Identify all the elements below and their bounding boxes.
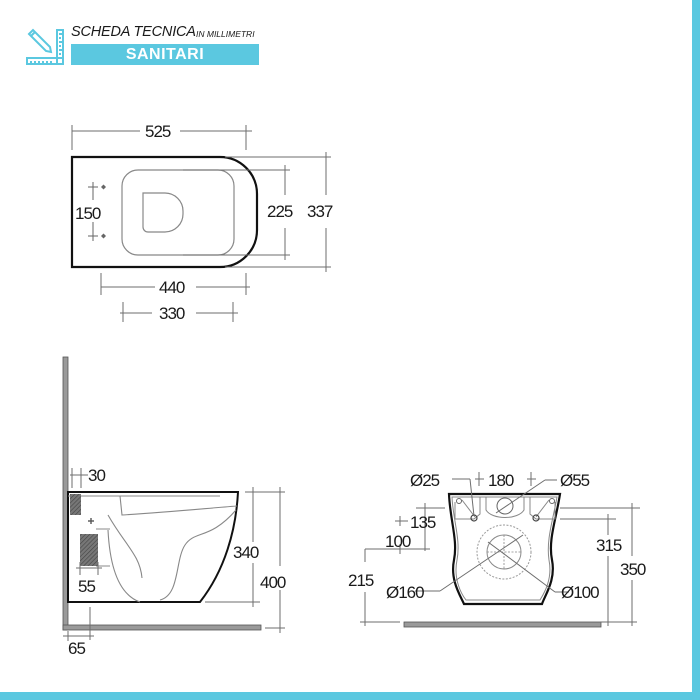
outlet-outer (476, 524, 532, 580)
dim-fixing-spacing: 150 (75, 204, 101, 223)
units-label: IN MILLIMETRI (196, 29, 255, 39)
dim-inlet-width: 55 (78, 577, 95, 596)
seat-outline (121, 169, 235, 256)
top-view: 525 150 225 337 (70, 122, 334, 323)
bowl-outline-rear (447, 492, 562, 606)
floor-plate (403, 621, 602, 628)
dim-height-bowl: 340 (233, 543, 259, 562)
dim-inlet-height: 315 (596, 536, 622, 555)
sheet-title: SCHEDA TECNICA (71, 24, 196, 40)
bowl-outline-side (67, 491, 240, 603)
dim-seat-length: 330 (159, 304, 185, 323)
fixing-point-icon (101, 233, 106, 239)
dim-outlet-offset: 100 (385, 532, 411, 551)
dim-fixing-hole-dia: Ø25 (410, 471, 440, 490)
frame-border-bottom (0, 692, 700, 700)
pencil-ruler-icon (24, 26, 66, 68)
fixing-hole (532, 514, 540, 522)
category-banner: SANITARI (71, 44, 259, 65)
dim-inlet-dia: Ø55 (560, 471, 590, 490)
dim-outlet-inner-dia: Ø100 (561, 583, 599, 602)
dim-overall-length: 525 (145, 122, 171, 141)
rear-view: Ø25 180 Ø55 Ø160 Ø100 135 100 215 (348, 471, 647, 628)
dim-fixing-spacing: 180 (488, 471, 514, 490)
dim-overall-height: 350 (620, 560, 646, 579)
bowl-outline-top (70, 155, 259, 269)
bowl-opening (142, 192, 184, 233)
dim-seat-width: 225 (267, 202, 293, 221)
inlet-hole (496, 497, 514, 515)
dim-bowl-length: 440 (159, 278, 185, 297)
dim-height-total: 400 (260, 573, 286, 592)
frame-border-right (692, 0, 700, 700)
dim-wall-gap: 65 (68, 639, 85, 658)
fixing-point-icon (101, 184, 106, 190)
side-view: 30 55 (62, 356, 287, 658)
dim-top-offset: 30 (88, 466, 105, 485)
dim-fixing-height-offset: 135 (410, 513, 436, 532)
dim-overall-width: 337 (307, 202, 333, 221)
floor (62, 624, 262, 631)
inlet-hatch-top (70, 494, 81, 515)
dim-outlet-height: 215 (348, 571, 374, 590)
dim-outlet-outer-dia: Ø160 (386, 583, 424, 602)
inlet-hatch-bottom (80, 534, 98, 566)
